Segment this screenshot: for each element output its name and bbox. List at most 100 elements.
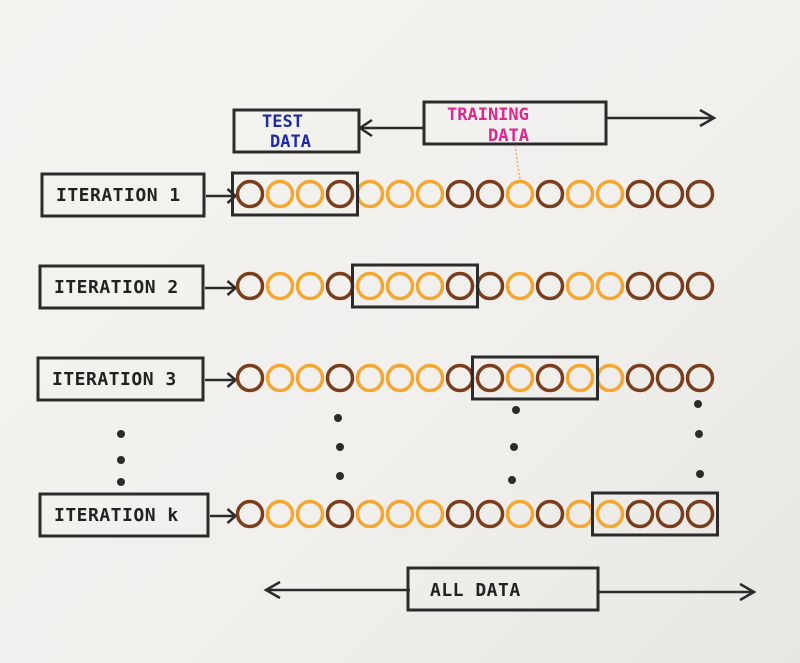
ellipsis-dot bbox=[512, 406, 520, 414]
data-point-dark bbox=[655, 271, 685, 301]
data-point-dark bbox=[445, 499, 475, 529]
data-point-dark bbox=[655, 363, 685, 393]
data-point-dark bbox=[685, 363, 715, 393]
iteration-row: ITERATION 3 bbox=[36, 355, 715, 402]
data-point-dark bbox=[445, 363, 475, 393]
ellipsis-dot bbox=[695, 430, 703, 438]
data-point-dark bbox=[475, 179, 505, 209]
data-point-dark bbox=[325, 271, 355, 301]
data-point-dark bbox=[235, 179, 265, 209]
all-data-box bbox=[406, 566, 600, 612]
ellipsis-dot bbox=[336, 443, 344, 451]
iteration-row: ITERATION 2 bbox=[38, 263, 715, 310]
data-point-light bbox=[505, 499, 535, 529]
data-point-light bbox=[355, 271, 385, 301]
data-point-light bbox=[595, 179, 625, 209]
ellipsis-dot bbox=[117, 456, 125, 464]
iteration-label-box bbox=[38, 264, 205, 310]
data-point-dark bbox=[625, 499, 655, 529]
data-point-light bbox=[385, 363, 415, 393]
data-point-dark bbox=[535, 271, 565, 301]
data-point-dark bbox=[235, 271, 265, 301]
ellipsis-dot bbox=[694, 400, 702, 408]
iteration-label: ITERATION k bbox=[54, 505, 179, 526]
data-point-light bbox=[415, 499, 445, 529]
data-point-light bbox=[385, 271, 415, 301]
data-point-dark bbox=[235, 363, 265, 393]
iterations: ITERATION 1 ITERATION 2 ITERATION 3 ITERATI… bbox=[36, 171, 719, 538]
data-point-light bbox=[265, 179, 295, 209]
iteration-label: ITERATION 3 bbox=[52, 369, 177, 390]
data-point-dark bbox=[625, 363, 655, 393]
data-point-light bbox=[565, 499, 595, 529]
data-point-dark bbox=[445, 271, 475, 301]
training-data-label-line2: DATA bbox=[488, 126, 529, 146]
row-arrow-head bbox=[226, 372, 238, 388]
legend-training-data: TRAINING DATA bbox=[422, 100, 608, 181]
data-point-light bbox=[415, 271, 445, 301]
iteration-label-box bbox=[36, 356, 205, 402]
data-point-light bbox=[355, 499, 385, 529]
data-point-dark bbox=[535, 363, 565, 393]
data-point-light bbox=[505, 271, 535, 301]
data-point-dark bbox=[685, 499, 715, 529]
test-fold-box bbox=[591, 491, 719, 537]
test-data-label-line2: DATA bbox=[270, 132, 311, 152]
test-fold-box bbox=[471, 355, 599, 401]
data-point-dark bbox=[535, 499, 565, 529]
row-arrow-head bbox=[226, 508, 238, 524]
data-point-light bbox=[295, 499, 325, 529]
ellipsis-dot bbox=[696, 470, 704, 478]
data-point-dark bbox=[685, 271, 715, 301]
row-arrow-head bbox=[226, 280, 238, 296]
data-point-dark bbox=[325, 179, 355, 209]
data-point-light bbox=[595, 363, 625, 393]
test-fold-box bbox=[231, 171, 359, 217]
data-point-dark bbox=[235, 499, 265, 529]
row-arrow-head bbox=[226, 188, 238, 204]
data-point-light bbox=[295, 363, 325, 393]
ellipsis-dot bbox=[117, 430, 125, 438]
data-point-dark bbox=[475, 363, 505, 393]
data-point-light bbox=[295, 179, 325, 209]
data-point-light bbox=[565, 271, 595, 301]
data-point-light bbox=[565, 363, 595, 393]
data-point-light bbox=[595, 271, 625, 301]
iteration-label-box bbox=[40, 172, 206, 218]
test-data-box bbox=[232, 108, 361, 154]
legend-test-data: TEST DATA bbox=[232, 108, 361, 154]
data-point-light bbox=[265, 363, 295, 393]
legend-right-arrow bbox=[606, 108, 717, 128]
data-point-light bbox=[265, 499, 295, 529]
data-point-light bbox=[595, 499, 625, 529]
all-data-label: ALL DATA bbox=[430, 580, 521, 601]
ellipsis-dot bbox=[334, 414, 342, 422]
data-point-light bbox=[295, 271, 325, 301]
training-data-label-line1: TRAINING bbox=[447, 105, 529, 125]
training-data-box bbox=[422, 100, 608, 146]
data-point-light bbox=[385, 499, 415, 529]
ellipsis-dots bbox=[117, 400, 704, 486]
legend-left-arrow bbox=[357, 118, 424, 138]
training-pointer-line bbox=[514, 144, 521, 181]
ellipsis-dot bbox=[510, 443, 518, 451]
test-fold-box bbox=[351, 263, 479, 309]
iteration-row: ITERATION k bbox=[38, 491, 719, 538]
data-point-light bbox=[565, 179, 595, 209]
iteration-row: ITERATION 1 bbox=[40, 171, 715, 218]
ellipsis-dot bbox=[508, 476, 516, 484]
data-point-light bbox=[355, 363, 385, 393]
data-point-dark bbox=[625, 271, 655, 301]
iteration-label: ITERATION 2 bbox=[54, 277, 179, 298]
data-point-dark bbox=[685, 179, 715, 209]
data-point-light bbox=[385, 179, 415, 209]
data-point-dark bbox=[445, 179, 475, 209]
ellipsis-dot bbox=[336, 472, 344, 480]
data-point-light bbox=[415, 363, 445, 393]
data-point-dark bbox=[625, 179, 655, 209]
data-point-light bbox=[505, 363, 535, 393]
data-point-light bbox=[415, 179, 445, 209]
data-point-light bbox=[265, 271, 295, 301]
iteration-label: ITERATION 1 bbox=[56, 185, 181, 206]
